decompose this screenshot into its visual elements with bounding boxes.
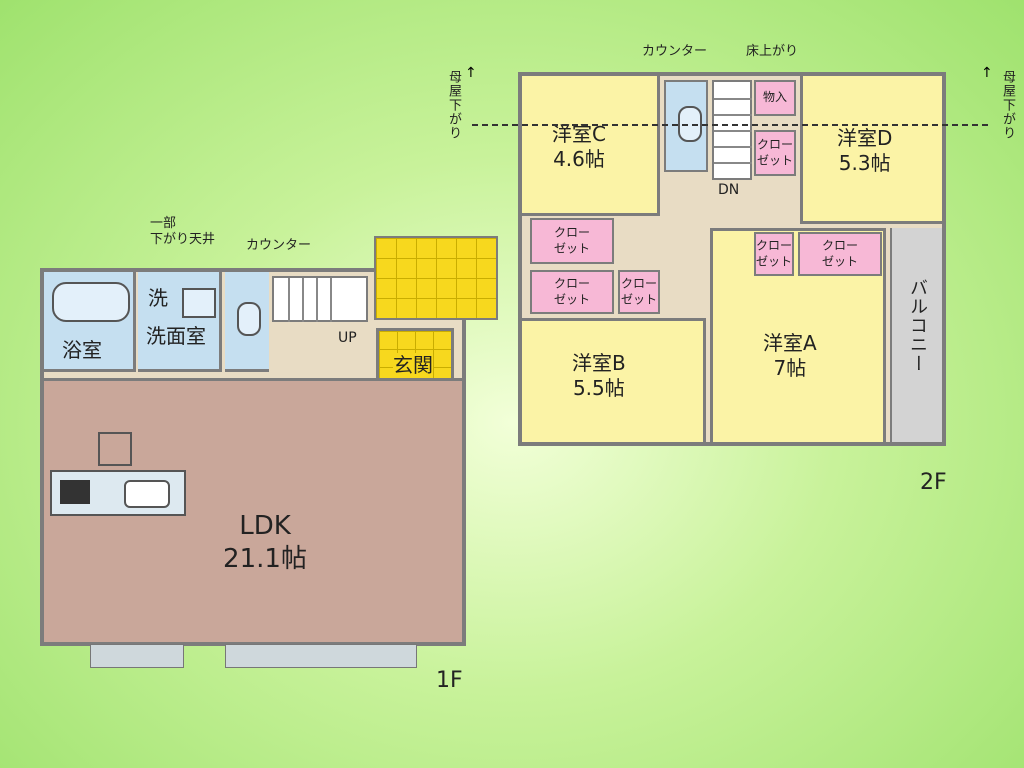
storage-label: 物入	[762, 90, 787, 105]
closet-b1-label: クロー ゼット	[553, 276, 590, 306]
closet-a2: クロー ゼット	[798, 232, 882, 276]
down-label: DN	[718, 182, 740, 198]
closet-a1-label: クロー ゼット	[756, 238, 793, 268]
western-d-label: 洋室D 5.3帖	[837, 126, 893, 175]
western-room-c: 洋室C 4.6帖	[522, 76, 660, 216]
balcony: バルコニー	[890, 228, 942, 442]
floor2-label: 2F	[920, 470, 947, 495]
toilet-room	[225, 272, 269, 372]
closet-b2-label: クロー ゼット	[620, 276, 657, 306]
closet-c-label: クロー ゼット	[553, 225, 590, 255]
toilet-icon	[237, 302, 261, 336]
kitchen-sink-icon	[124, 480, 170, 508]
stairs-2f	[712, 80, 752, 180]
partial-ceiling-note: 一部 下がり天井	[150, 216, 216, 247]
window-ldk-1	[90, 644, 184, 668]
toilet-2f	[664, 80, 708, 172]
sink-icon	[182, 288, 216, 318]
bath-label: 浴室	[62, 338, 102, 362]
western-b-label: 洋室B 5.5帖	[572, 351, 626, 400]
arrow-up-left-icon: ↑	[465, 65, 477, 81]
main-roof-note-right: 母屋下がり	[1000, 70, 1015, 140]
western-room-b: 洋室B 5.5帖	[522, 318, 706, 442]
ldk-label: LDK 21.1帖	[223, 511, 307, 574]
western-c-label: 洋室C 4.6帖	[552, 122, 606, 171]
western-a-label: 洋室A 7帖	[763, 331, 817, 380]
bath-room: 浴室	[44, 272, 136, 372]
balcony-label: バルコニー	[907, 278, 928, 373]
closet-d: クロー ゼット	[754, 130, 796, 176]
counter-note-2f: カウンター	[642, 44, 708, 59]
stove-icon	[60, 480, 90, 504]
closet-d-label: クロー ゼット	[756, 137, 793, 167]
main-roof-note-left: 母屋下がり	[446, 70, 461, 140]
western-room-d: 洋室D 5.3帖	[800, 76, 942, 224]
kitchen-counter	[50, 470, 186, 516]
storage-closet: 物入	[754, 80, 796, 116]
window-ldk-2	[225, 644, 417, 668]
closet-c: クロー ゼット	[530, 218, 614, 264]
entrance-storage	[374, 236, 498, 320]
closet-b2: クロー ゼット	[618, 270, 660, 314]
main-roof-line	[472, 124, 988, 126]
wash-label: 洗	[148, 286, 168, 310]
arrow-up-right-icon: ↑	[981, 65, 993, 81]
stairs-1f	[272, 276, 368, 322]
washroom: 洗 洗面室	[138, 272, 222, 372]
closet-a2-label: クロー ゼット	[821, 238, 858, 268]
range-hood-icon	[98, 432, 132, 466]
entrance-label: 玄関	[393, 353, 433, 378]
closet-b1: クロー ゼット	[530, 270, 614, 314]
bathtub-icon	[52, 282, 130, 322]
washroom-label: 洗面室	[146, 324, 206, 348]
up-label: UP	[338, 330, 357, 346]
floor1-label: 1F	[436, 668, 463, 693]
closet-a1: クロー ゼット	[754, 232, 794, 276]
raised-floor-note: 床上がり	[746, 44, 799, 59]
counter-note-1f: カウンター	[246, 238, 312, 253]
